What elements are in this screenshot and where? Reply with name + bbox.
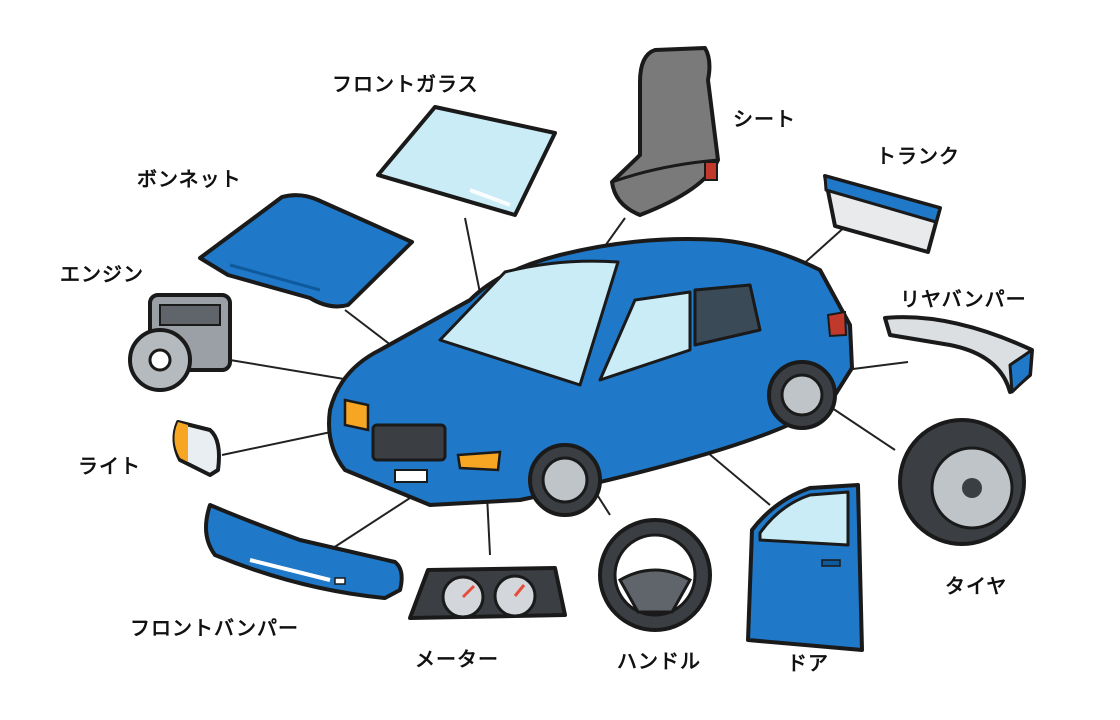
label-rear-bumper: リヤバンパー — [900, 287, 1027, 311]
label-door: ドア — [787, 651, 829, 675]
windshield-part — [376, 105, 557, 217]
label-engine: エンジン — [60, 262, 144, 286]
engine-part — [128, 293, 232, 392]
leader-rear-bumper — [844, 361, 909, 371]
label-seat: シート — [733, 107, 796, 131]
main-car — [327, 237, 854, 517]
label-light: ライト — [78, 454, 141, 478]
label-front-bumper: フロントバンパー — [130, 616, 299, 640]
front-bumper-part — [204, 503, 404, 600]
hood-part — [198, 193, 414, 309]
tire-part — [898, 418, 1026, 546]
steering-wheel-part — [598, 518, 712, 632]
label-hood: ボンネット — [137, 167, 242, 191]
trunk-part — [823, 174, 942, 254]
label-handle: ハンドル — [617, 649, 701, 673]
door-part — [746, 483, 864, 652]
meter-part — [408, 566, 567, 620]
label-tire: タイヤ — [945, 574, 1008, 598]
label-meter: メーター — [415, 647, 499, 671]
seat-part — [610, 46, 720, 217]
light-part — [172, 420, 221, 477]
label-windshield: フロントガラス — [332, 72, 479, 96]
label-trunk: トランク — [876, 144, 960, 168]
rear-bumper-part — [883, 315, 1034, 394]
